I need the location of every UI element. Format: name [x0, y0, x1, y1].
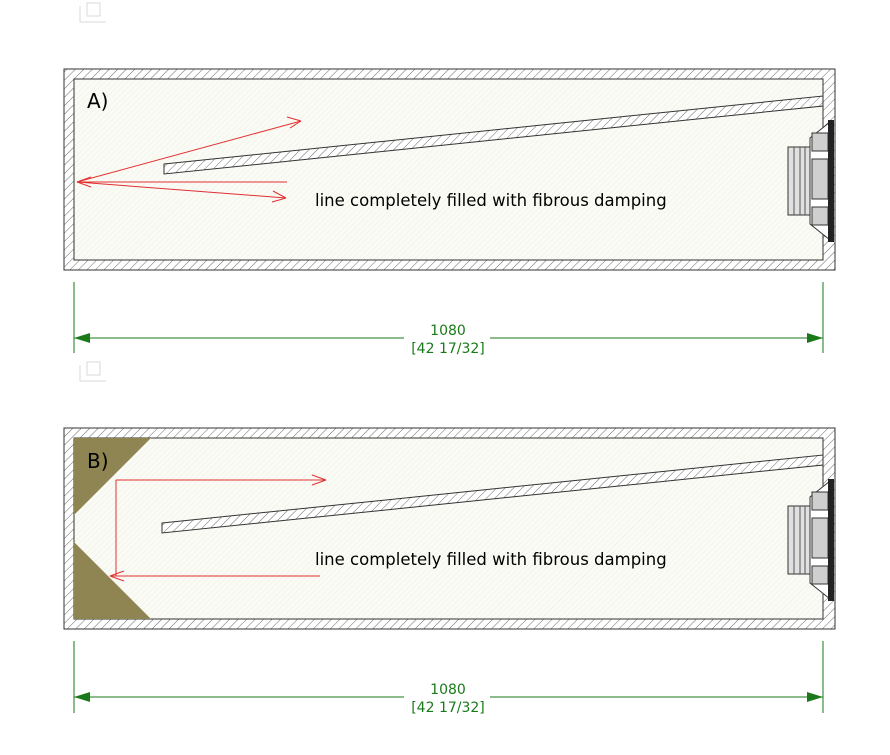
damping-note: line completely filled with fibrous damp… [315, 191, 667, 210]
placeholder-glyph-middle [79, 361, 106, 382]
damping-note: line completely filled with fibrous damp… [315, 550, 667, 569]
dimension-value: 1080 [430, 682, 466, 698]
dimension-value: 1080 [430, 323, 466, 339]
reflection-arrows [109, 474, 327, 582]
absorber-wedge-top [74, 438, 151, 515]
panel-b: B) line completely filled with fibrous d… [63, 427, 836, 716]
driver-icon [787, 120, 834, 242]
panel-a: A) line completely filled with fibrous d… [63, 68, 836, 357]
placeholder-glyph-top [79, 2, 106, 23]
tapered-divider [163, 95, 824, 175]
dimension-imperial: [42 17/32] [411, 341, 485, 357]
tapered-divider [161, 454, 824, 534]
reflection-arrows [76, 116, 302, 203]
driver-icon [787, 479, 834, 601]
dimension-imperial: [42 17/32] [411, 700, 485, 716]
panel-label: A) [87, 89, 108, 113]
absorber-wedge-bottom [74, 542, 151, 619]
panel-label: B) [87, 449, 109, 473]
